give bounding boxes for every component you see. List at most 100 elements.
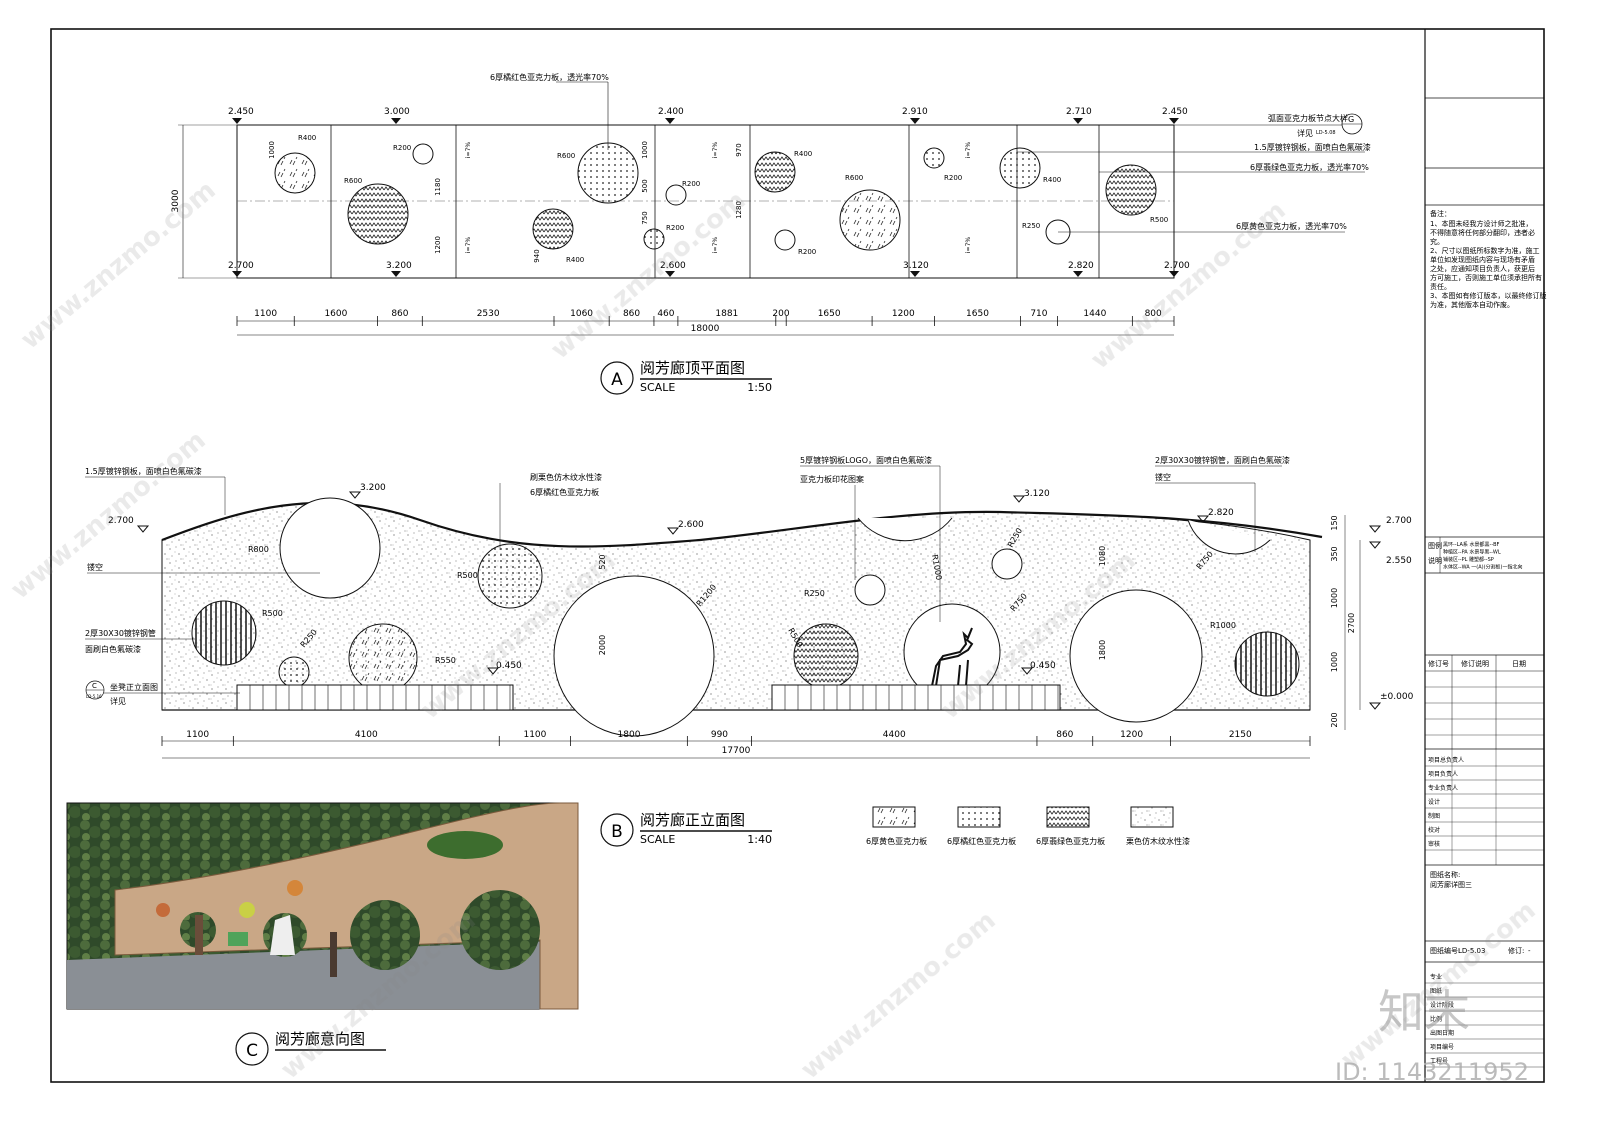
vdim: 970 <box>735 143 743 156</box>
elev-label: ±0.000 <box>1380 692 1414 702</box>
tb-role: 校对 <box>1428 826 1440 834</box>
radius-label: R800 <box>248 545 269 554</box>
radius-label: R600 <box>845 174 863 182</box>
tb-bottom-row: 出图日期 <box>1430 1029 1454 1037</box>
tb-bottom-row: 项目编号 <box>1430 1043 1454 1051</box>
front-elevation: R800 R500 R500 R250 R550 R1200 R250 R500… <box>85 455 1414 759</box>
elev-note: 亚克力板印花图案 <box>800 474 864 484</box>
sheet-border <box>50 28 1545 1083</box>
dim-label: 1440 <box>1083 309 1106 319</box>
plan-elev-top: 3.000 <box>384 107 410 117</box>
plan-title: 阅芳廊顶平面图 <box>640 359 745 377</box>
vdim: 200 <box>1330 712 1339 727</box>
elev-note: 2厚30X30镀锌钢管 <box>85 628 156 638</box>
radius-label: R550 <box>435 656 456 665</box>
tb-bottom-row: 图纸 <box>1430 987 1442 995</box>
vdim: 520 <box>598 554 607 569</box>
tb-note-line: 不得随意将任何部分翻印，违者必 <box>1430 228 1535 237</box>
radius-label: R200 <box>393 144 411 152</box>
plan-elev-bottom: 3.120 <box>903 261 929 271</box>
vdim: 1000 <box>1330 652 1339 672</box>
radius-label: R400 <box>794 150 812 158</box>
tb-note-line: 方可施工，否则施工单位须承担所有 <box>1430 273 1542 282</box>
dim-label: 710 <box>1030 309 1047 319</box>
dim-label: 1650 <box>966 309 989 319</box>
tb-role: 制图 <box>1428 812 1440 820</box>
tb-rev-value: - <box>1528 947 1531 955</box>
tb-legend-row: 水体区--WA 一(A)(分割板)一指北向 <box>1443 564 1523 571</box>
tb-notes-heading: 备注： <box>1430 209 1451 218</box>
elevation-mark: B <box>611 822 623 842</box>
tb-role: 项目总负责人 <box>1428 756 1464 764</box>
elevation-title-block: B 阅芳廊正立面图 SCALE 1:40 <box>600 811 772 847</box>
plan-mark: A <box>611 370 623 390</box>
plan-elev-top: 2.450 <box>1162 107 1188 117</box>
plan-note: 弧面亚克力板节点大样 <box>1268 113 1348 123</box>
radius-label: R250 <box>1022 222 1040 230</box>
elev-note: 5厚镀锌钢板LOGO，面喷白色氟碳漆 <box>800 455 932 465</box>
tb-note-line: 3、本图如有修订版本，以最终修订版 <box>1430 291 1546 300</box>
dim-label: 1100 <box>186 730 209 740</box>
svg-text:www.znzmo.com: www.znzmo.com <box>15 175 221 355</box>
elev-note: 详见 <box>110 696 126 706</box>
dim-label: 990 <box>711 730 728 740</box>
plan-elev-top: 2.710 <box>1066 107 1092 117</box>
plan-scale: 1:50 <box>747 381 772 394</box>
plan-scale-label: SCALE <box>640 381 675 394</box>
dim-label: 860 <box>1056 730 1073 740</box>
elev-note: 1.5厚镀锌钢板，面喷白色氟碳漆 <box>85 466 202 476</box>
plan-elev-bottom: 2.700 <box>1164 261 1190 271</box>
dim-label: 1881 <box>715 309 738 319</box>
tb-legend-row: 铺装区--PL 雕塑都--SP <box>1443 556 1494 563</box>
detail-ref-num: G <box>1348 115 1354 124</box>
plan-note: 6厚橘红色亚克力板，透光率70% <box>490 72 609 82</box>
tb-note-line: 究。 <box>1430 237 1444 246</box>
vdim: 500 <box>641 179 649 192</box>
legend-label: 6厚黄色亚克力板 <box>866 836 927 846</box>
tb-note-line: 1、本图未经我方设计师之批准， <box>1430 219 1532 228</box>
vdim: 1000 <box>268 141 276 159</box>
tb-drawing-no: LD-5.03 <box>1458 947 1485 955</box>
vdim: 150 <box>1330 515 1339 530</box>
tb-bottom-row: 比例 <box>1430 1015 1442 1023</box>
svg-text:www.znzmo.com: www.znzmo.com <box>1085 195 1291 375</box>
radius-label: R200 <box>798 248 816 256</box>
photo-mark: C <box>246 1041 258 1061</box>
elev-note: 镂空 <box>1155 472 1171 482</box>
elevation-scale-label: SCALE <box>640 833 675 846</box>
slope-label: i=7% <box>465 237 472 254</box>
elev-note: 6厚橘红色亚克力板 <box>530 487 599 497</box>
elev-label: 3.120 <box>1024 489 1050 499</box>
vdim: 350 <box>1330 546 1339 561</box>
opening <box>553 575 715 737</box>
dim-label: 200 <box>772 309 789 319</box>
plan-total-dim: 18000 <box>691 324 720 334</box>
radius-label: R500 <box>1150 216 1168 224</box>
plan-note: 6厚翡绿色亚克力板，透光率70% <box>1250 162 1369 172</box>
plan-title-block: A 阅芳廊顶平面图 SCALE 1:50 <box>600 359 772 395</box>
elevation-title: 阅芳廊正立面图 <box>640 811 745 829</box>
elevation-scale: 1:40 <box>747 833 772 846</box>
dim-label: 1200 <box>1120 730 1143 740</box>
radius-label: R400 <box>1043 176 1061 184</box>
vdim: 1000 <box>641 141 649 159</box>
vdim: 1080 <box>1098 546 1107 566</box>
tb-rev-head: 修订号 <box>1428 659 1449 668</box>
dim-label: 860 <box>391 309 408 319</box>
dim-label: 4100 <box>355 730 378 740</box>
vdim: 2700 <box>1347 613 1356 633</box>
plan-note: 6厚黄色亚克力板，透光率70% <box>1236 221 1347 231</box>
vdim: 1200 <box>434 236 442 254</box>
svg-text:www.znzmo.com: www.znzmo.com <box>795 905 1001 1085</box>
plan-elev-top: 2.910 <box>902 107 928 117</box>
elev-note: 坐凳正立面图 <box>110 682 158 692</box>
radius-label: R500 <box>457 571 478 580</box>
elev-label: 2.600 <box>678 520 704 530</box>
intent-photo <box>66 802 579 1010</box>
tb-note-line: 责任。 <box>1430 282 1451 291</box>
dim-label: 800 <box>1145 309 1162 319</box>
plan-elev-bottom: 2.600 <box>660 261 686 271</box>
tb-rev-head: 日期 <box>1512 660 1526 668</box>
tb-note-line: 2、尺寸以图纸所标数字为准，施工 <box>1430 246 1539 255</box>
